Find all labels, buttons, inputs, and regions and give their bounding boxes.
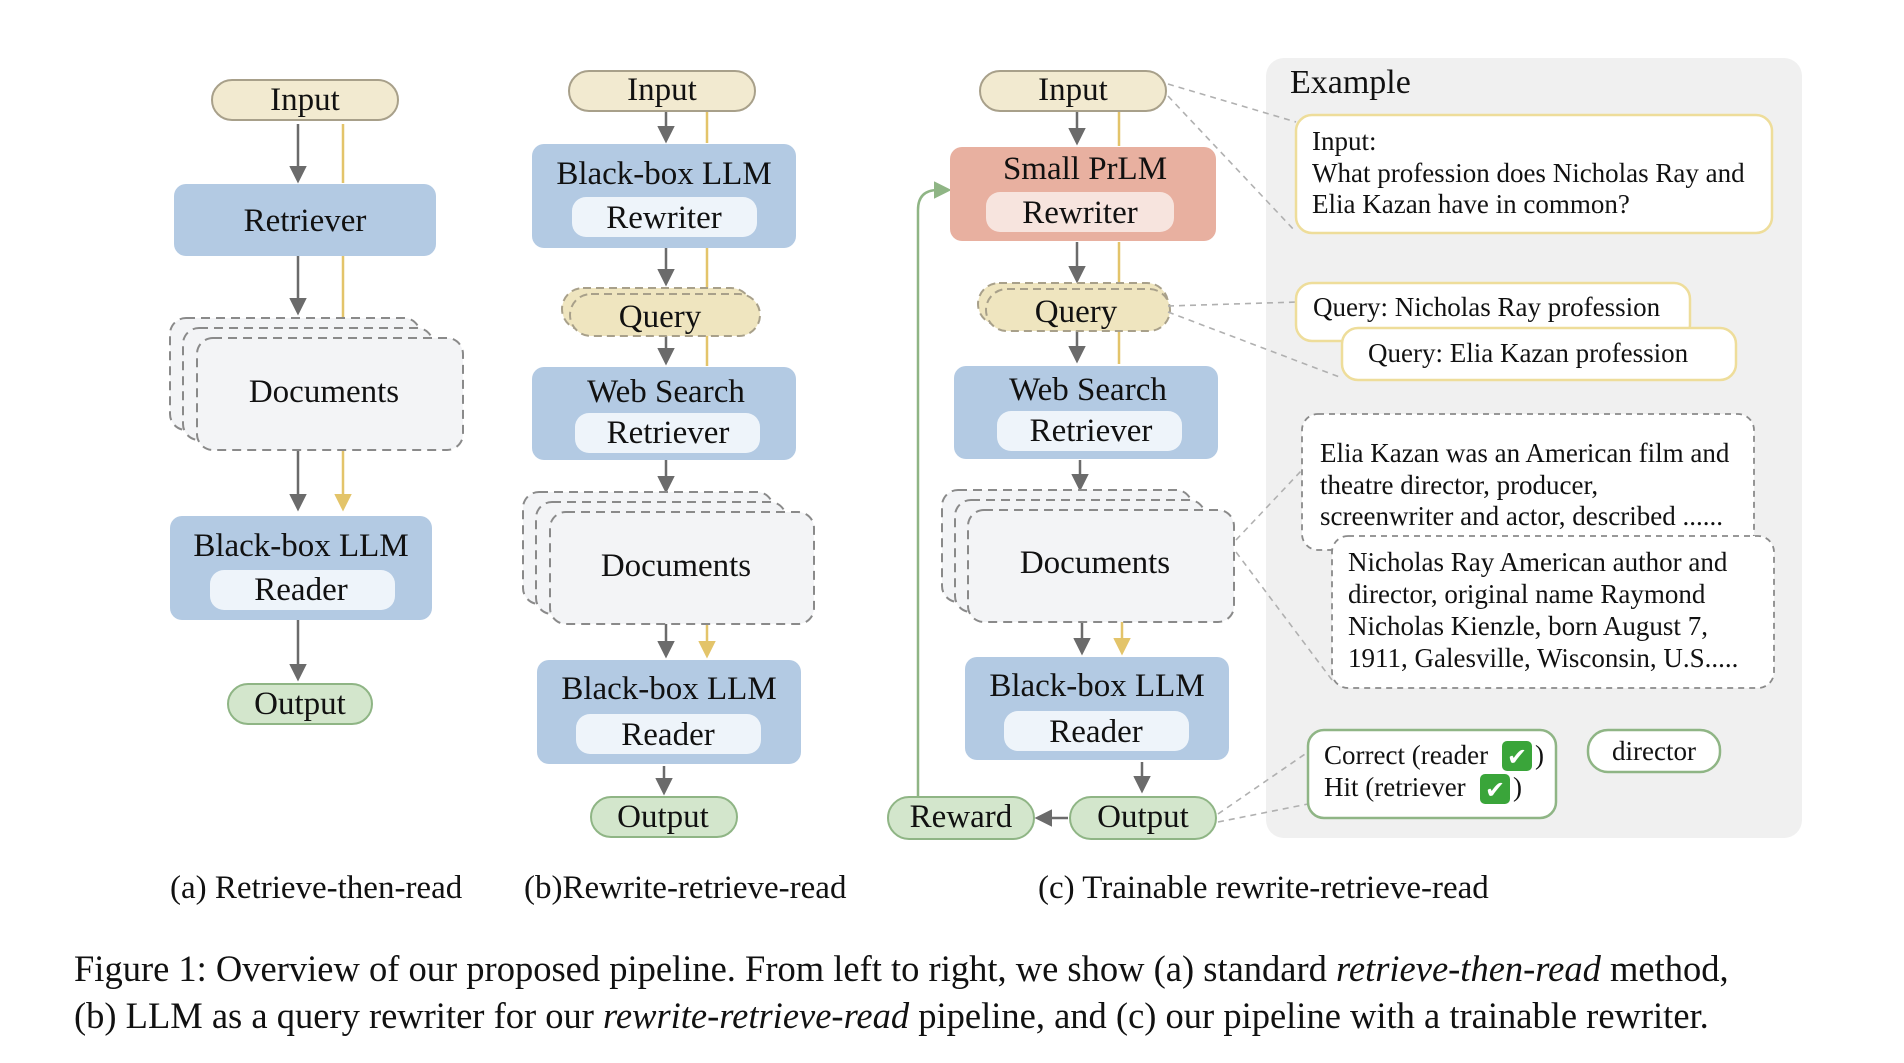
example-doc1-line-3: screenwriter and actor, described ...... bbox=[1320, 501, 1723, 531]
b-reader-subbox bbox=[576, 714, 761, 754]
a-retriever-label: Retriever bbox=[244, 203, 367, 239]
b-search-title: Web Search bbox=[587, 374, 745, 410]
c-reader-sub: Reader bbox=[1049, 714, 1142, 750]
caption-italic-2: rewrite-retrieve-read bbox=[603, 995, 910, 1036]
b-rewriter-title: Black-box LLM bbox=[556, 156, 771, 192]
a-output-node bbox=[227, 683, 373, 725]
a-reader-title: Black-box LLM bbox=[193, 528, 408, 564]
a-input-label: Input bbox=[270, 82, 340, 118]
example-input-line-2: What profession does Nicholas Ray and bbox=[1312, 158, 1745, 188]
c-input-label: Input bbox=[1038, 72, 1108, 108]
example-answer-card bbox=[1586, 728, 1722, 774]
example-doc2-line-3: Nicholas Kienzle, born August 7, bbox=[1348, 611, 1708, 641]
example-correct-label: Correct (reader bbox=[1324, 740, 1488, 770]
a-caption: (a) Retrieve-then-read bbox=[170, 870, 463, 906]
c-output-label: Output bbox=[1097, 799, 1189, 835]
b-input-label: Input bbox=[627, 72, 697, 108]
b-search-subbox bbox=[575, 413, 760, 453]
example-input-card bbox=[1294, 113, 1774, 235]
c-query-label: Query bbox=[1035, 294, 1118, 330]
example-doc2-line-4: 1911, Galesville, Wisconsin, U.S..... bbox=[1348, 643, 1738, 673]
hit-check-glyph: ✔ bbox=[1485, 776, 1505, 804]
c-query-node bbox=[977, 282, 1171, 332]
a-input-node bbox=[211, 79, 399, 121]
c-output-node bbox=[1069, 796, 1217, 840]
caption-italic-1: retrieve-then-read bbox=[1336, 948, 1601, 989]
b-rewriter-sub: Rewriter bbox=[606, 200, 721, 236]
example-query-1: Query: Nicholas Ray profession bbox=[1313, 292, 1661, 322]
hit-close-paren: ) bbox=[1513, 772, 1522, 802]
c-rewriter-sub: Rewriter bbox=[1022, 195, 1137, 231]
a-documents-node bbox=[169, 317, 464, 451]
b-output-node bbox=[590, 796, 738, 838]
c-rewriter-subbox bbox=[986, 192, 1174, 232]
correct-close-paren: ) bbox=[1535, 740, 1544, 770]
correct-check-icon bbox=[1502, 741, 1532, 771]
b-query-node bbox=[561, 287, 761, 337]
b-caption: (b)Rewrite-retrieve-read bbox=[524, 870, 847, 906]
example-answer: director bbox=[1612, 736, 1696, 766]
b-reader-sub: Reader bbox=[621, 717, 714, 753]
example-doc-card-2 bbox=[1331, 535, 1775, 689]
example-doc2-line-2: director, original name Raymond bbox=[1348, 579, 1706, 609]
caption-line-1: Figure 1: Overview of our proposed pipel… bbox=[74, 945, 1894, 992]
caption-part-2: method, bbox=[1600, 948, 1729, 989]
figure-caption: Figure 1: Overview of our proposed pipel… bbox=[74, 945, 1894, 1039]
example-connectors bbox=[1167, 83, 1343, 823]
example-doc2-line-1: Nicholas Ray American author and bbox=[1348, 547, 1728, 577]
b-query-label: Query bbox=[619, 299, 702, 335]
c-rewriter-title: Small PrLM bbox=[1003, 151, 1167, 187]
b-documents-label: Documents bbox=[601, 548, 751, 584]
panel-b: Input Black-box LLM Rewriter Query Web S… bbox=[522, 70, 847, 906]
c-search-sub: Retriever bbox=[1030, 413, 1153, 449]
correct-check-glyph: ✔ bbox=[1507, 743, 1527, 771]
hit-check-icon bbox=[1480, 774, 1510, 804]
a-output-label: Output bbox=[254, 686, 346, 722]
b-input-node bbox=[568, 70, 756, 112]
example-title: Example bbox=[1290, 64, 1411, 101]
a-reader-sub: Reader bbox=[254, 572, 347, 608]
c-reader-title: Black-box LLM bbox=[989, 668, 1204, 704]
example-doc1-line-2: theatre director, producer, bbox=[1320, 470, 1598, 500]
example-input-line-3: Elia Kazan have in common? bbox=[1312, 189, 1630, 219]
caption-part-4: pipeline, and (c) our pipeline with a tr… bbox=[909, 995, 1709, 1036]
b-search-sub: Retriever bbox=[607, 415, 730, 451]
caption-part-3: (b) LLM as a query rewriter for our bbox=[74, 995, 604, 1036]
a-retriever-node bbox=[174, 184, 436, 256]
example-query-2: Query: Elia Kazan profession bbox=[1368, 338, 1689, 368]
a-documents-label: Documents bbox=[249, 374, 399, 410]
c-caption: (c) Trainable rewrite-retrieve-read bbox=[1038, 870, 1489, 906]
example-doc1-line-1: Elia Kazan was an American film and bbox=[1320, 438, 1730, 468]
b-reader-title: Black-box LLM bbox=[561, 671, 776, 707]
example-hit-label: Hit (retriever bbox=[1324, 772, 1466, 802]
b-documents-node bbox=[522, 491, 815, 625]
c-input-node bbox=[979, 70, 1167, 112]
b-rewriter-subbox bbox=[572, 197, 757, 237]
a-reader-subbox bbox=[210, 570, 395, 610]
c-documents-node bbox=[941, 489, 1235, 623]
example-input-line-1: Input: bbox=[1312, 126, 1377, 156]
panel-a: Input Retriever Documents Black-box LLM … bbox=[169, 79, 464, 906]
caption-line-2: (b) LLM as a query rewriter for our rewr… bbox=[74, 992, 1894, 1039]
c-reader-subbox bbox=[1004, 711, 1189, 751]
panel-c: Input Small PrLM Rewriter Query Web Sear… bbox=[887, 70, 1489, 906]
example-query-card-2 bbox=[1340, 326, 1738, 382]
caption-part-1: Figure 1: Overview of our proposed pipel… bbox=[74, 948, 1337, 989]
c-reward-label: Reward bbox=[910, 799, 1013, 835]
c-documents-label: Documents bbox=[1020, 545, 1170, 581]
c-reward-node bbox=[887, 796, 1035, 840]
c-search-subbox bbox=[997, 411, 1182, 451]
b-output-label: Output bbox=[617, 799, 709, 835]
c-search-title: Web Search bbox=[1009, 372, 1167, 408]
